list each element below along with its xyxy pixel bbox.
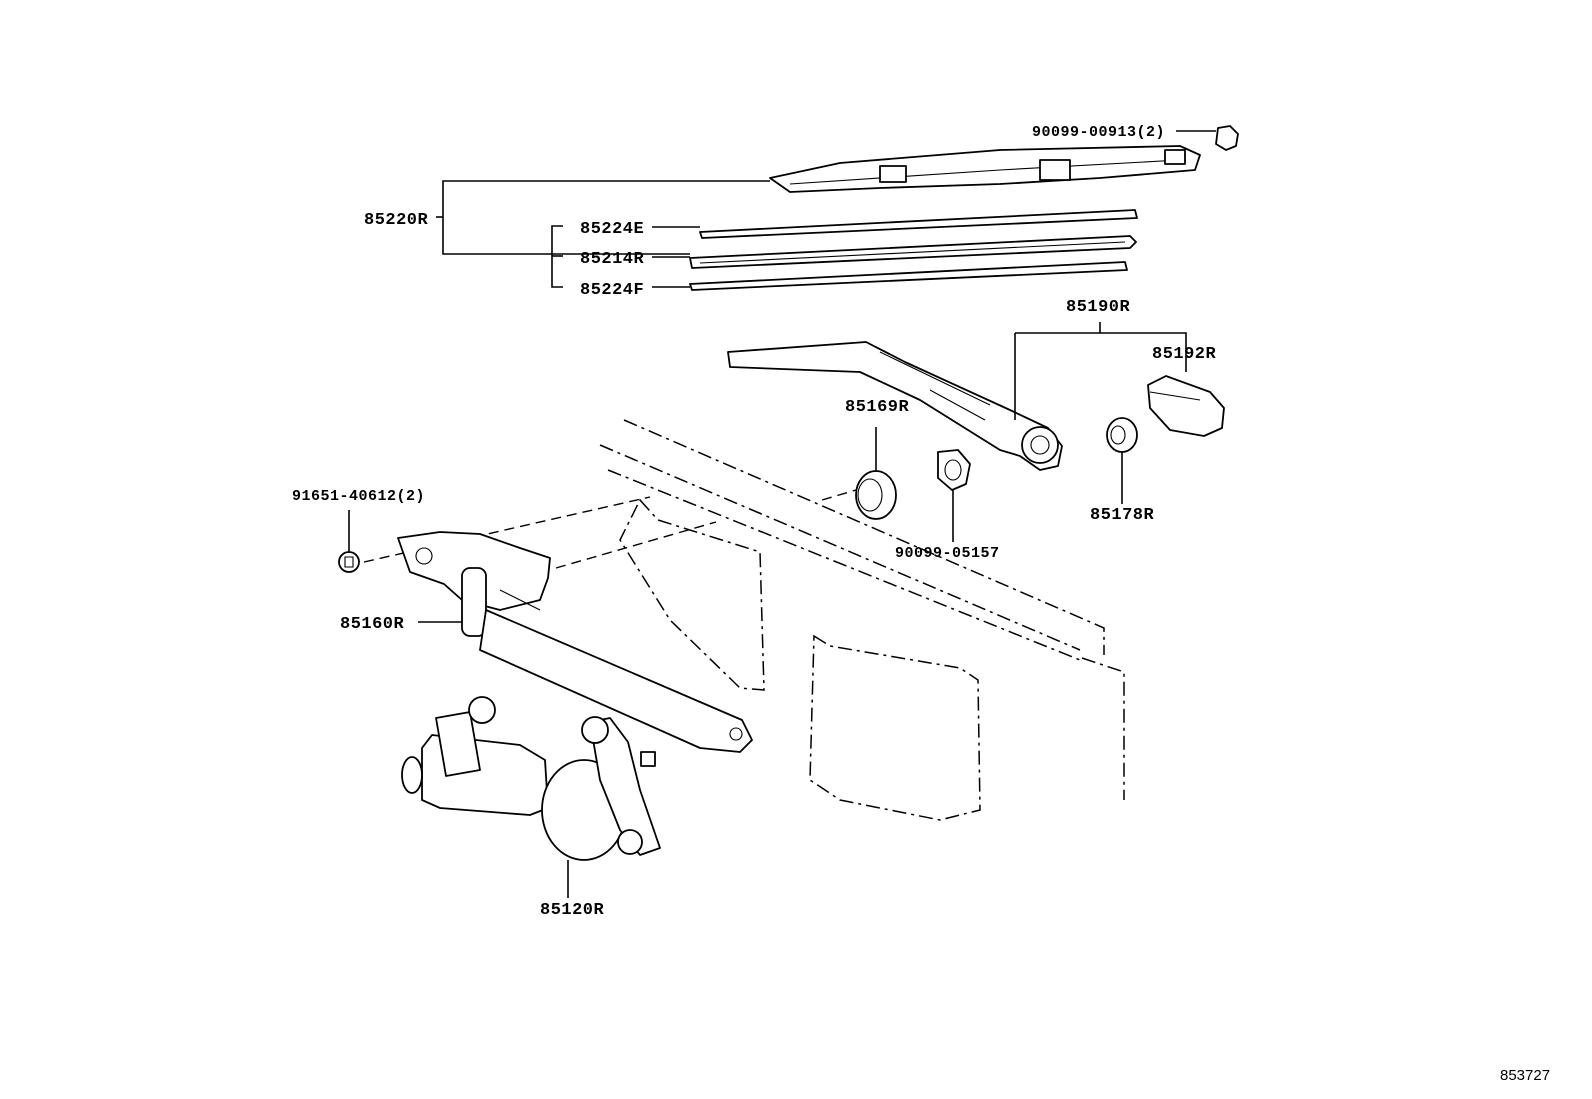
clip-90099-00913[interactable] bbox=[1215, 125, 1239, 151]
label-90099-05157: 90099-05157 bbox=[895, 545, 1000, 562]
wiper-link-85160r[interactable] bbox=[397, 531, 753, 753]
label-91651-40612: 91651-40612(2) bbox=[292, 488, 425, 505]
label-85120r: 85120R bbox=[540, 901, 605, 920]
label-85190r: 85190R bbox=[1066, 298, 1131, 317]
grommet-85169r[interactable] bbox=[855, 470, 897, 520]
backing-plate-85224f[interactable] bbox=[689, 261, 1128, 291]
wiper-rubber-85214r[interactable] bbox=[689, 235, 1137, 269]
label-85169r: 85169R bbox=[845, 398, 910, 417]
back-door-panel-outline bbox=[363, 419, 1125, 821]
backing-plate-85224e[interactable] bbox=[699, 209, 1138, 239]
label-85224f: 85224F bbox=[580, 281, 644, 300]
wiper-arm-85190r[interactable] bbox=[727, 341, 1063, 471]
nut-85178r[interactable] bbox=[1106, 417, 1138, 453]
label-85192r: 85192R bbox=[1152, 345, 1217, 364]
label-85214r: 85214R bbox=[580, 250, 645, 269]
nut-90099-05157[interactable] bbox=[937, 449, 971, 491]
figure-number: 853727 bbox=[1500, 1067, 1550, 1084]
label-85224e: 85224E bbox=[580, 220, 644, 239]
label-85178r: 85178R bbox=[1090, 506, 1155, 525]
label-85220r: 85220R bbox=[364, 211, 429, 230]
bolt-91651-40612[interactable] bbox=[338, 551, 360, 573]
wiper-motor-85120r[interactable] bbox=[401, 696, 661, 861]
arm-cap-85192r[interactable] bbox=[1147, 375, 1225, 437]
label-85160r: 85160R bbox=[340, 615, 405, 634]
label-90099-00913: 90099-00913(2) bbox=[1032, 124, 1165, 141]
wiper-blade-assembly[interactable] bbox=[769, 145, 1201, 193]
